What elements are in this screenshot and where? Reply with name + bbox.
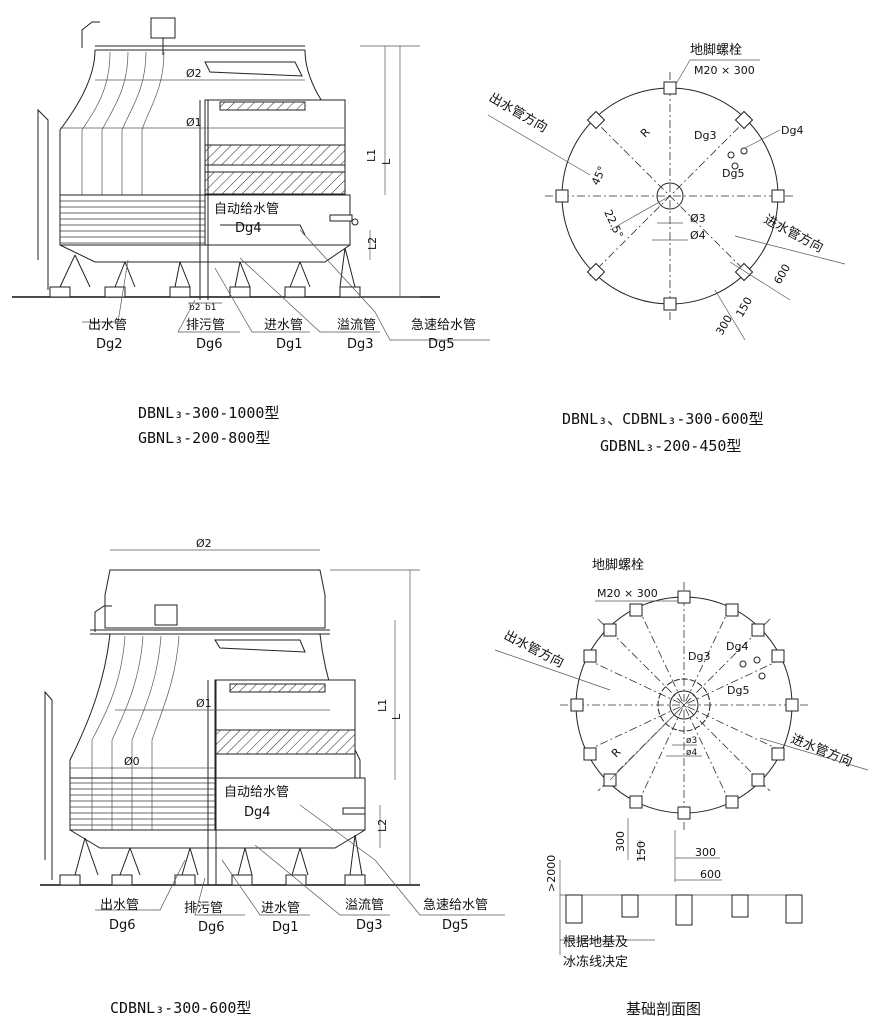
dim-d2: Ø2	[186, 67, 202, 80]
label-auto-feed: 自动给水管	[214, 202, 279, 217]
caption-top-right-2: GDBNL₃-200-450型	[600, 437, 741, 455]
label-dim-600: 600	[771, 262, 793, 287]
fan-motor	[150, 17, 176, 39]
plan-top-bolts	[555, 81, 785, 311]
label-bolt-spec-b: M20 × 300	[597, 587, 658, 600]
dim-d2-b: Ø2	[196, 537, 212, 550]
label-note-2: 冰冻线决定	[563, 954, 628, 970]
label-dg5-b: Dg5	[727, 684, 749, 697]
label-dim-150-v: 150	[635, 841, 648, 862]
foundation-blocks	[565, 894, 803, 926]
label-outlet: 出水管	[88, 318, 127, 333]
label-overflow-dg-b: Dg3	[356, 918, 383, 933]
dim-L1-b: L1	[376, 699, 389, 712]
label-auto-feed-dg-b: Dg4	[244, 805, 271, 820]
label-overflow: 溢流管	[337, 318, 376, 333]
dim-L-b: L	[390, 713, 403, 720]
caption-bottom-right: 基础剖面图	[626, 1000, 701, 1018]
label-outlet-b: 出水管	[100, 898, 139, 913]
caption-top-left-2: GBNL₃-200-800型	[138, 429, 270, 447]
label-inlet: 进水管	[264, 318, 303, 333]
label-outlet-dir-b: 出水管方向	[501, 627, 566, 671]
label-dg3-b: Dg3	[688, 650, 710, 663]
label-overflow-dg: Dg3	[347, 337, 374, 352]
label-auto-feed-dg: Dg4	[235, 221, 262, 236]
elevation-bottom: Ø2 Ø1 Ø0 L L1 L2 自动给水管 Dg4 出水管 Dg6 排污管 D…	[40, 537, 505, 1017]
label-R-b: R	[609, 745, 624, 760]
caption-top-left-1: DBNL₃-300-1000型	[138, 404, 279, 422]
dim-b1: b1	[205, 303, 216, 313]
plan-top: 地脚螺栓 M20 × 300 出水管方向 进水管方向 Dg3 Dg4 Dg5 R…	[486, 42, 846, 455]
label-dg5: Dg5	[722, 167, 744, 180]
label-d4-b: ø4	[686, 748, 698, 758]
label-inlet-dg: Dg1	[276, 337, 303, 352]
dim-L1: L1	[365, 149, 378, 162]
label-overflow-b: 溢流管	[345, 898, 384, 913]
plan-bottom-bolts	[570, 590, 799, 820]
shell-left	[59, 49, 96, 195]
label-drain-dg: Dg6	[196, 337, 223, 352]
label-anchor-bolt: 地脚螺栓	[690, 42, 742, 58]
dim-d1: Ø1	[186, 116, 202, 129]
label-drain: 排污管	[186, 318, 225, 333]
dim-b2: b2	[189, 303, 200, 313]
label-auto-feed-b: 自动给水管	[224, 785, 289, 800]
label-quick-feed-dg-b: Dg5	[442, 918, 469, 933]
plan-bottom: 地脚螺栓 M20 × 300 出水管方向 进水管方向 Dg3 Dg4 Dg5 R…	[494, 557, 869, 1018]
label-dim-600-h: 600	[700, 868, 721, 881]
label-dim-150: 150	[733, 295, 755, 320]
label-dim-300-h: 300	[695, 846, 716, 859]
label-dg4-b: Dg4	[726, 640, 748, 653]
label-outlet-dg-b: Dg6	[109, 918, 136, 933]
label-R: R	[638, 125, 653, 140]
label-dim-2000: >2000	[545, 855, 558, 892]
dim-d1-b: Ø1	[196, 697, 212, 710]
label-inlet-b: 进水管	[261, 901, 300, 916]
caption-top-right-1: DBNL₃、CDBNL₃-300-600型	[562, 410, 764, 428]
dim-d0-b: Ø0	[124, 755, 140, 768]
label-inlet-dir-b: 进水管方向	[789, 731, 855, 770]
label-quick-feed-dg: Dg5	[428, 337, 455, 352]
label-d3-b: ø3	[686, 736, 697, 746]
label-dg3: Dg3	[694, 129, 716, 142]
label-quick-feed-b: 急速给水管	[423, 898, 488, 913]
label-drain-b: 排污管	[184, 901, 223, 916]
label-d4: Ø4	[690, 229, 706, 242]
label-note-1: 根据地基及	[563, 935, 628, 950]
elevation-top: Ø2 Ø1 L L1 L2 b2 b1 自动给水管 Dg4 出水管 Dg2 排污…	[12, 17, 490, 447]
label-angle-45: 45°	[589, 164, 609, 187]
label-bolt-spec: M20 × 300	[694, 64, 755, 77]
top-hood	[104, 569, 326, 629]
dim-L: L	[380, 158, 393, 165]
label-inlet-dg-b: Dg1	[272, 920, 299, 935]
label-dim-300: 300	[713, 313, 735, 338]
label-drain-dg-b: Dg6	[198, 920, 225, 935]
dim-L2-b: L2	[376, 819, 389, 832]
dim-L2: L2	[366, 237, 379, 250]
label-dim-300-v: 300	[614, 831, 627, 852]
label-quick-feed: 急速给水管	[411, 318, 476, 333]
label-outlet-dir: 出水管方向	[486, 90, 550, 136]
caption-bottom-left: CDBNL₃-300-600型	[110, 999, 251, 1017]
label-dg4: Dg4	[781, 124, 803, 137]
label-angle-22: 22.5°	[601, 208, 625, 241]
label-d3: Ø3	[690, 212, 706, 225]
label-outlet-dg: Dg2	[96, 337, 123, 352]
label-anchor-bolt-b: 地脚螺栓	[592, 557, 644, 573]
